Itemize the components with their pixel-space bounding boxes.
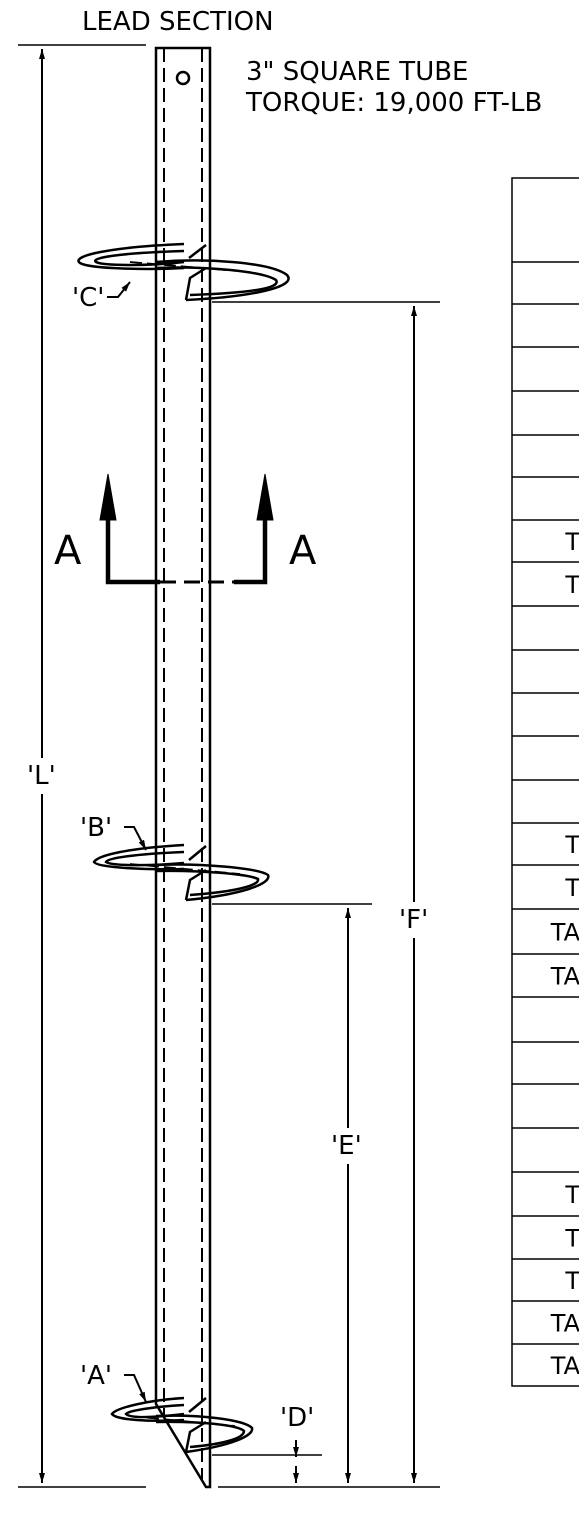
- table-cell-text: T: [564, 1225, 579, 1253]
- tube-size-note: 3" SQUARE TUBE: [246, 57, 469, 87]
- section-mark-left: A: [54, 528, 82, 574]
- table-row: T: [512, 1181, 579, 1217]
- dimension-lines: [39, 49, 417, 1483]
- table-row: T: [512, 528, 579, 563]
- table-cell-text: T: [564, 831, 579, 859]
- section-cut-a-a: [99, 473, 274, 585]
- table-cell-text: T: [564, 874, 579, 902]
- table-row: T: [512, 831, 579, 866]
- table-row: T: [512, 874, 579, 910]
- helix-b-label: 'B': [80, 813, 112, 843]
- dim-e-label-bg: [328, 1128, 368, 1164]
- dim-f-label: 'F': [399, 905, 428, 935]
- table-cell-text: T: [564, 571, 579, 599]
- table-cell-text: TA: [550, 1310, 579, 1338]
- dim-e-label: 'E': [331, 1131, 362, 1161]
- table-row: TA: [512, 1310, 579, 1345]
- dim-l-label: 'L': [27, 761, 56, 791]
- helix-c-pitch-line: [129, 261, 251, 273]
- drawing-title: LEAD SECTION: [82, 7, 274, 37]
- table-cell-text: TA: [550, 1352, 579, 1380]
- helix-b: [92, 843, 270, 902]
- helix-c: [77, 242, 290, 302]
- table-row: TA: [512, 963, 579, 998]
- table-row: TA: [512, 919, 579, 955]
- helix-c-label: 'C': [72, 283, 104, 313]
- pin-hole: [175, 70, 191, 86]
- table-row: T: [512, 1267, 579, 1302]
- table-cell-text: T: [564, 528, 579, 556]
- table-row: T: [512, 571, 579, 607]
- table-row: T: [512, 1225, 579, 1260]
- dim-f-label-bg: [396, 902, 434, 938]
- table-cell-text: T: [564, 1267, 579, 1295]
- dim-d-label: 'D': [280, 1403, 314, 1433]
- helix-leaders: [107, 281, 147, 1403]
- torque-note: TORQUE: 19,000 FT-LB: [245, 88, 542, 118]
- dim-l-label-bg: [22, 758, 62, 794]
- shaft: [154, 46, 212, 1489]
- extension-lines: [18, 44, 440, 1488]
- table-row: TA: [550, 1352, 579, 1380]
- table-cell-text: T: [564, 1181, 579, 1209]
- table-cell-text: TA: [550, 963, 579, 991]
- helix-a-label: 'A': [80, 1361, 112, 1391]
- helix-a: [110, 1396, 254, 1454]
- helix-b-pitch-line: [129, 863, 241, 875]
- table-cell-text: TA: [550, 919, 579, 947]
- helix-a-pitch-line: [129, 1415, 236, 1427]
- table-border: [511, 177, 579, 1387]
- section-mark-right: A: [289, 528, 317, 574]
